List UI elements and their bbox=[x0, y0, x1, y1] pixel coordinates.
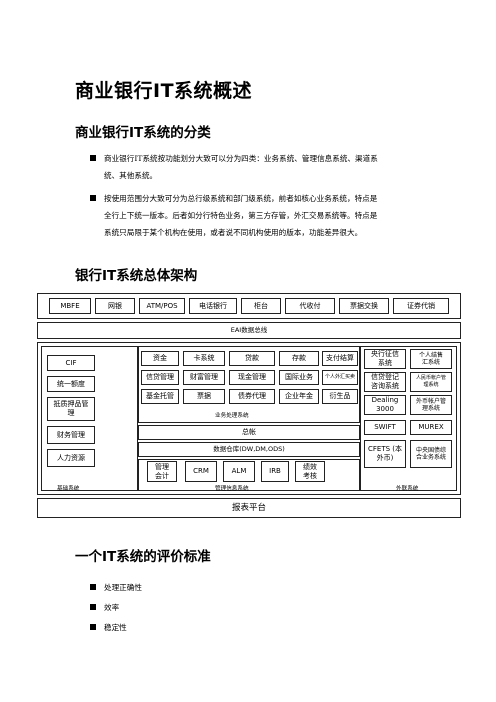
channel-atm-pos: ATM/POS bbox=[139, 298, 185, 314]
biz-fund-custody: 基金托管 bbox=[141, 389, 179, 404]
mis-irb: IRB bbox=[261, 461, 289, 482]
section-heading-architecture: 银行IT系统总体架构 bbox=[75, 268, 198, 284]
basic-credit-limit: 统一额度 bbox=[47, 376, 95, 392]
biz-bills: 票据 bbox=[183, 389, 225, 404]
section-heading-classification: 商业银行IT系统的分类 bbox=[75, 125, 211, 141]
mis-crm: CRM bbox=[185, 461, 217, 482]
biz-bond-agency: 债券代理 bbox=[229, 389, 275, 404]
section-heading-criteria: 一个IT系统的评价标准 bbox=[75, 549, 211, 565]
channel-phone-banking: 电话银行 bbox=[189, 298, 237, 314]
criteria-item: 稳定性 bbox=[90, 619, 127, 636]
report-platform: 报表平台 bbox=[37, 498, 461, 518]
channel-securities-agency: 证券代销 bbox=[393, 298, 449, 314]
biz-deposit: 存款 bbox=[279, 351, 319, 366]
biz-derivatives: 衍生品 bbox=[322, 389, 358, 404]
bullet-square-icon bbox=[90, 624, 96, 630]
basic-hr: 人力资源 bbox=[47, 449, 95, 467]
biz-payment: 支付结算 bbox=[322, 351, 358, 366]
ext-swift: SWIFT bbox=[364, 420, 406, 435]
architecture-diagram: MBFE 网银 ATM/POS 电话银行 柜台 代收付 票据交换 证券代销 EA… bbox=[37, 293, 461, 526]
basic-collateral: 抵质押品管理 bbox=[47, 397, 95, 421]
ext-pboc-credit: 央行征信系统 bbox=[364, 349, 406, 369]
ext-credit-registry: 信贷登记咨询系统 bbox=[364, 372, 406, 392]
ext-rmb-account: 人民币帐户管理系统 bbox=[410, 372, 452, 392]
ext-murex: MUREX bbox=[410, 420, 452, 435]
channel-bill-exchange: 票据交换 bbox=[339, 298, 389, 314]
bullet-square-icon bbox=[90, 604, 96, 610]
ext-fx-account: 外币帐户管理系统 bbox=[410, 395, 452, 415]
channel-counter: 柜台 bbox=[241, 298, 281, 314]
bullet-square-icon bbox=[90, 584, 96, 590]
page-title: 商业银行IT系统概述 bbox=[75, 80, 253, 102]
eai-bus: EAI数据总线 bbox=[37, 322, 461, 339]
ext-cfets: CFETS (本外币) bbox=[364, 440, 406, 468]
basic-cif: CIF bbox=[47, 355, 95, 371]
bullet-square-icon bbox=[90, 195, 96, 201]
mis-alm: ALM bbox=[223, 461, 255, 482]
mis-caption: 管理信息系统 bbox=[215, 486, 249, 492]
mis-performance: 绩效考核 bbox=[295, 461, 325, 482]
mis-management-accounting: 管理会计 bbox=[147, 461, 177, 482]
basic-finance: 财务管理 bbox=[47, 426, 95, 444]
external-systems-caption: 外联系统 bbox=[396, 486, 419, 492]
business-systems-caption: 业务处理系统 bbox=[215, 413, 249, 419]
biz-treasury: 资金 bbox=[141, 351, 179, 366]
biz-annuity: 企业年金 bbox=[279, 389, 319, 404]
bullet-item: 商业银行IT系统按功能划分大致可以分为四类：业务系统、管理信息系统、渠道系 统、… bbox=[90, 150, 434, 184]
biz-cash-mgmt: 现金管理 bbox=[229, 370, 275, 385]
ext-central-bond: 中央国债综合业务系统 bbox=[410, 440, 452, 468]
channel-mbfe: MBFE bbox=[49, 298, 91, 314]
data-warehouse: 数据仓库(DW,DM,ODS) bbox=[138, 442, 360, 457]
biz-wealth: 财富管理 bbox=[183, 370, 225, 385]
bullet-item: 按使用范围分大致可分为总行级系统和部门级系统，前者如核心业务系统，特点是 全行上… bbox=[90, 190, 434, 241]
basic-systems-caption: 基础系统 bbox=[57, 486, 80, 492]
criteria-item: 效率 bbox=[90, 599, 119, 616]
biz-loan: 贷款 bbox=[229, 351, 275, 366]
biz-credit-mgmt: 信贷管理 bbox=[141, 370, 179, 385]
channel-online-banking: 网银 bbox=[95, 298, 135, 314]
criteria-item: 处理正确性 bbox=[90, 579, 142, 596]
channel-collection-payment: 代收付 bbox=[285, 298, 335, 314]
biz-card: 卡系统 bbox=[183, 351, 225, 366]
biz-fx-trading: 个人外汇买卖 bbox=[322, 370, 358, 385]
general-ledger: 总帐 bbox=[138, 425, 360, 440]
bullet-square-icon bbox=[90, 155, 96, 161]
ext-dealing-3000: Dealing 3000 bbox=[364, 395, 406, 415]
ext-personal-fx: 个人结售汇系统 bbox=[410, 349, 452, 369]
biz-international: 国际业务 bbox=[279, 370, 319, 385]
